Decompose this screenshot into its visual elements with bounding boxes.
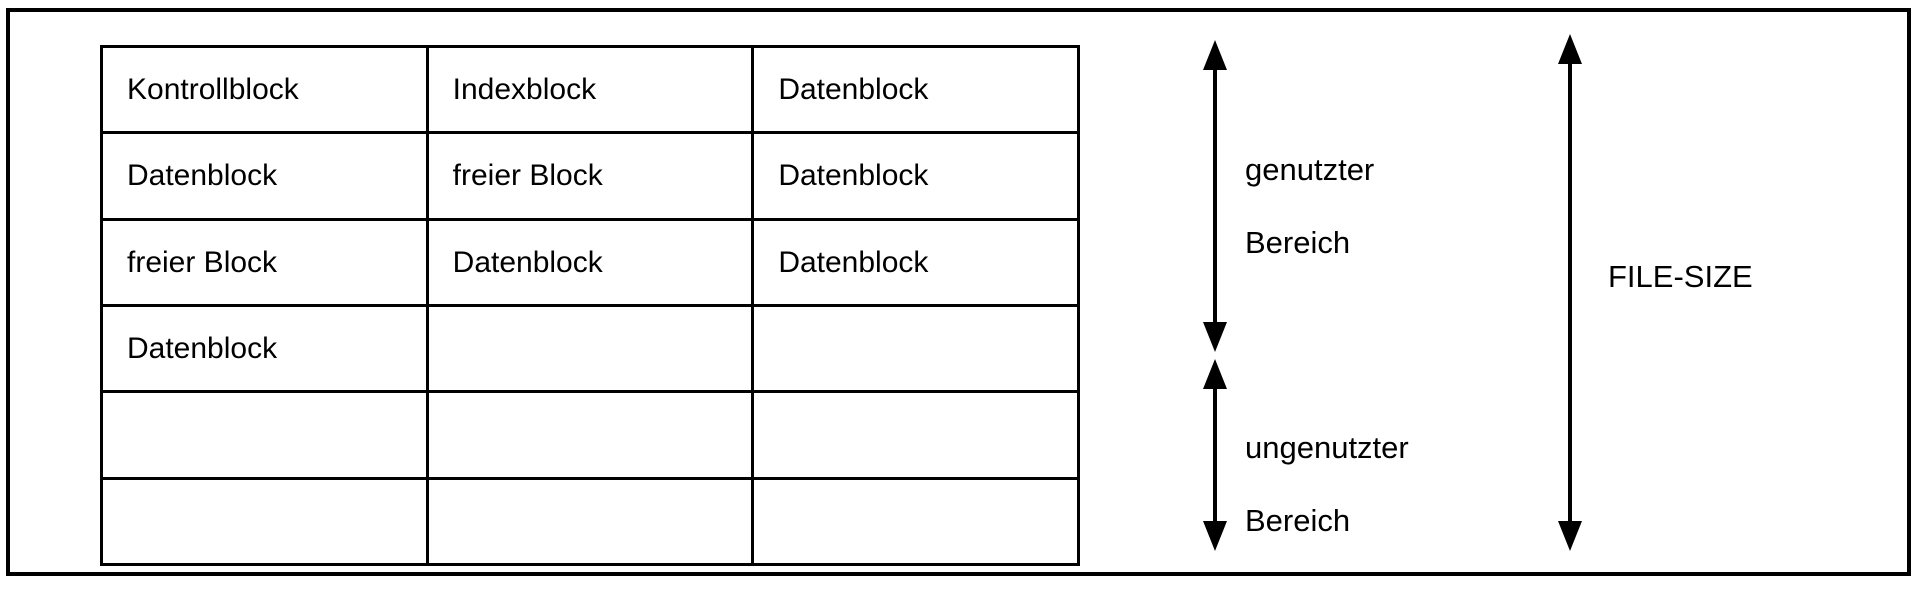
used-area-arrow (1185, 36, 1245, 356)
table-row: Datenblock freier Block Datenblock (100, 131, 1080, 221)
block-cell: Datenblock (425, 217, 755, 307)
table-row: Kontrollblock Indexblock Datenblock (100, 44, 1080, 135)
block-cell: Datenblock (100, 131, 429, 221)
table-row: freier Block Datenblock Datenblock (100, 217, 1080, 307)
block-cell: freier Block (425, 131, 755, 221)
block-layout-table: Kontrollblock Indexblock Datenblock Date… (100, 44, 1080, 566)
block-cell (100, 390, 429, 480)
table-row (100, 390, 1080, 480)
used-area-label-line2: Bereich (1245, 224, 1351, 260)
block-cell: Datenblock (751, 217, 1080, 307)
double-headed-arrow-icon (1203, 40, 1227, 352)
block-cell: Indexblock (425, 44, 755, 135)
block-cell: Datenblock (751, 44, 1080, 135)
double-headed-arrow-icon (1203, 359, 1227, 551)
block-cell: Datenblock (100, 303, 429, 394)
used-area-label-line1: genutzter (1245, 151, 1375, 187)
block-cell (751, 476, 1080, 566)
block-cell (425, 476, 755, 566)
double-headed-arrow-icon (1558, 34, 1582, 551)
unused-area-arrow (1185, 355, 1245, 555)
unused-area-label-line1: ungenutzter (1245, 429, 1409, 465)
block-cell (751, 303, 1080, 394)
unused-area-label-line2: Bereich (1245, 502, 1351, 538)
file-size-label-line1: FILE-SIZE (1608, 258, 1753, 294)
block-cell: Datenblock (751, 131, 1080, 221)
block-cell (425, 390, 755, 480)
block-cell (425, 303, 755, 394)
block-cell: Kontrollblock (100, 44, 429, 135)
table-row (100, 476, 1080, 566)
block-cell (751, 390, 1080, 480)
block-cell (100, 476, 429, 566)
file-size-label: FILE-SIZE (1608, 222, 1753, 332)
unused-area-label: ungenutzter Bereich (1245, 393, 1409, 576)
file-size-arrow (1540, 30, 1600, 555)
block-cell: freier Block (100, 217, 429, 307)
used-area-label: genutzter Bereich (1245, 115, 1374, 298)
table-row: Datenblock (100, 303, 1080, 394)
